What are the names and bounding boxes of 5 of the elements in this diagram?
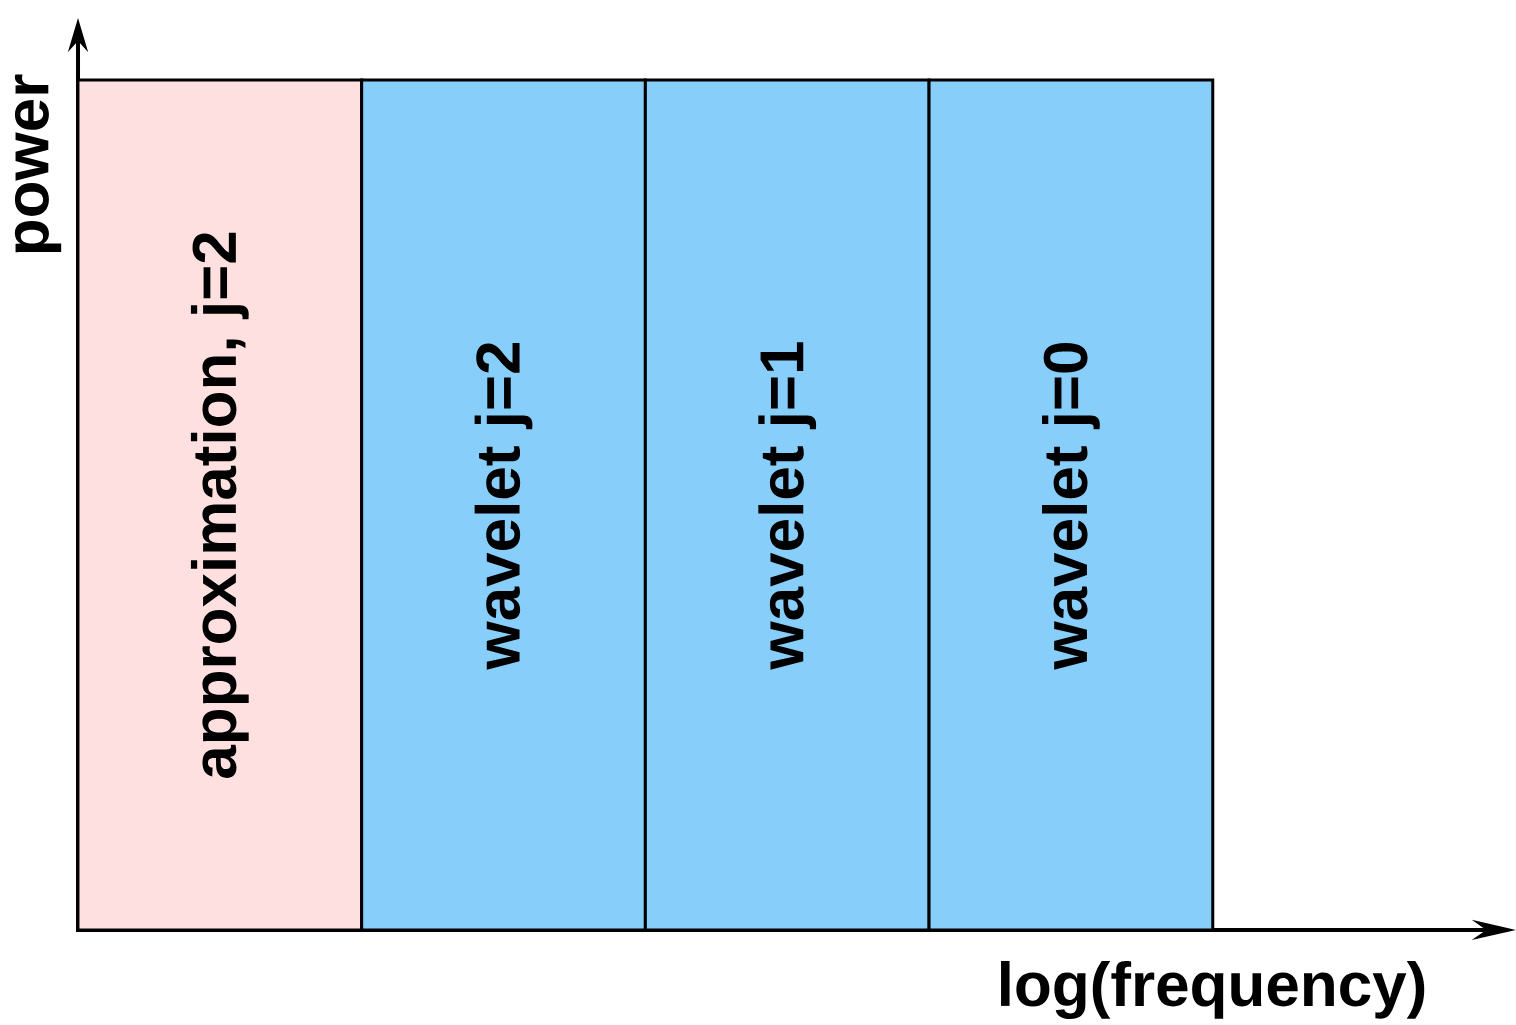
frequency-band: wavelet j=2 [360,78,647,932]
frequency-band: wavelet j=1 [643,78,931,932]
frequency-band: approximation, j=2 [76,78,364,932]
frequency-band: wavelet j=0 [927,78,1215,932]
axis-label: log(frequency) [1001,960,1425,1019]
